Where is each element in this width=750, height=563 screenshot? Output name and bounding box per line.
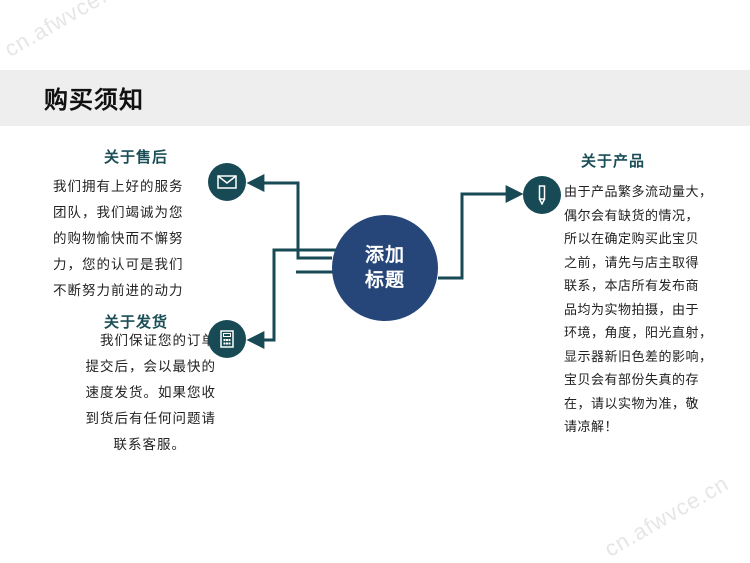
- center-node: 添加标题: [332, 215, 438, 321]
- line-to-product: [438, 185, 524, 280]
- pencil-icon: [523, 176, 561, 214]
- product-line: 显示器新旧色差的影响，: [564, 349, 713, 365]
- line-to-shipping: [246, 248, 340, 349]
- product-line: 所以在确定购买此宝贝: [564, 232, 700, 247]
- product-title: 关于产品: [581, 152, 646, 170]
- line-to-after-sales: [246, 174, 332, 260]
- product-line: 在，请以实物为准，敬: [564, 396, 700, 412]
- after-sales-text: 我们拥有上好的服务 团队，我们竭诚为您 的购物愉快而不懈努 力，您的认可是我们 …: [53, 174, 213, 304]
- after-sales-title: 关于售后: [104, 148, 169, 166]
- calculator-icon: [208, 320, 246, 358]
- mail-icon: [208, 163, 246, 201]
- product-line: 宝贝会有部份失真的存: [564, 373, 700, 388]
- after-sales-line: 不断努力前进的动力: [53, 283, 184, 299]
- shipping-line: 到货后有任何问题请: [85, 411, 216, 427]
- center-label: 添加标题: [364, 244, 405, 291]
- shipping-line: 我们保证您的订单: [100, 333, 216, 349]
- product-line: 偶尔会有缺货的情况，: [564, 208, 700, 224]
- product-line: 由于产品繁多流动量大，: [564, 185, 713, 200]
- page-title: 购买须知: [44, 86, 144, 114]
- after-sales-line: 的购物愉快而不懈努: [53, 231, 184, 247]
- shipping-line: 联系客服。: [113, 437, 186, 453]
- product-line: 请凉解！: [564, 420, 619, 435]
- after-sales-line: 我们拥有上好的服务: [53, 179, 184, 195]
- shipping-title: 关于发货: [104, 313, 169, 331]
- product-line: 之前，请先与店主取得: [564, 255, 700, 271]
- header-band: [0, 70, 750, 126]
- product-line: 联系，本店所有发布商: [564, 279, 700, 294]
- after-sales-line: 团队，我们竭诚为您: [53, 205, 184, 221]
- product-text: 由于产品繁多流动量大， 偶尔会有缺货的情况， 所以在确定购买此宝贝 之前，请先与…: [564, 181, 744, 440]
- shipping-line: 提交后，会以最快的: [85, 359, 216, 375]
- product-line: 环境，角度，阳光直射，: [564, 326, 713, 341]
- shipping-text: 我们保证您的订单 提交后，会以最快的 速度发货。如果您收 到货后有任何问题请 联…: [46, 328, 216, 458]
- after-sales-line: 力，您的认可是我们: [53, 257, 184, 273]
- product-line: 品均为实物拍摄，由于: [564, 302, 700, 318]
- shipping-line: 速度发货。如果您收: [85, 385, 216, 401]
